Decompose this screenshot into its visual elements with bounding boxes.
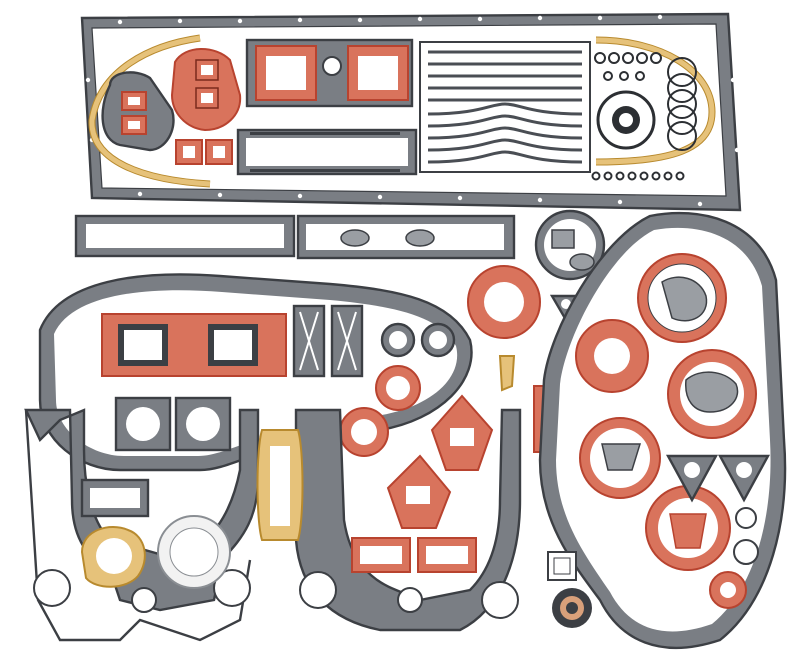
red-diamond-gasket-b — [386, 454, 452, 529]
paper-round-gasket — [157, 515, 231, 589]
round-red-gasket-top — [170, 48, 242, 132]
round-red-gasket-a — [467, 265, 541, 339]
small-red-round-gaskets-right — [709, 507, 759, 609]
cork-seal-left — [88, 34, 211, 188]
small-bracket — [498, 355, 516, 392]
rect-gasket-pair-x — [292, 304, 364, 378]
manifold-gasket-pair — [245, 38, 414, 108]
timing-cover-small-gasket — [101, 71, 175, 152]
round-red-gasket-b — [375, 365, 421, 411]
o-ring-set — [591, 52, 697, 181]
valve-cover-strips — [419, 41, 591, 173]
crankshaft-seal-top — [596, 90, 656, 150]
yellow-tall-gasket — [256, 429, 304, 541]
cork-seal-right — [595, 36, 716, 166]
round-red-large-gaskets — [575, 253, 757, 571]
side-cover-gasket-right — [296, 214, 516, 260]
rear-main-seal — [552, 588, 592, 628]
small-square-gasket-lower — [547, 551, 577, 581]
small-round-gaskets — [380, 322, 456, 358]
square-red-gaskets-pair — [175, 139, 233, 165]
red-rect-gasket-pair-lower — [351, 537, 477, 573]
square-gasket-pair-lower — [114, 396, 232, 452]
grey-flat-gasket — [80, 478, 150, 518]
manifold-gasket-red-large — [101, 313, 287, 377]
side-cover-gasket-left — [74, 214, 296, 258]
triangle-gaskets-right — [665, 454, 771, 503]
round-flange-gasket-top — [534, 209, 606, 281]
yellow-round-gasket — [80, 526, 146, 588]
round-red-gasket-c — [339, 407, 389, 457]
red-diamond-gasket-a — [430, 394, 494, 471]
long-strip-gasket — [236, 128, 418, 176]
gear-housing-gasket-right — [294, 408, 522, 632]
